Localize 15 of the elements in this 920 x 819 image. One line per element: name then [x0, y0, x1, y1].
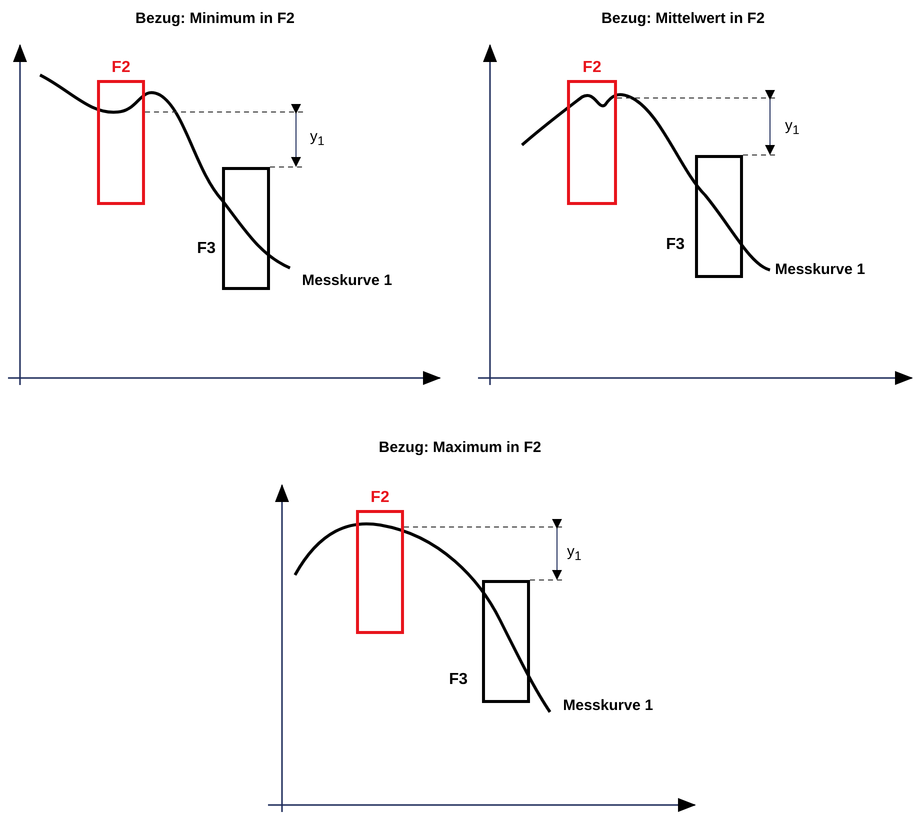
- window-label: F3: [197, 240, 216, 258]
- chart-title: Bezug: Mittelwert in F2: [601, 10, 765, 27]
- dimension-label: y$_{1}$: [785, 117, 800, 137]
- window-label: F2: [112, 59, 130, 77]
- window-label: F2: [370, 489, 390, 507]
- curve-label: Messkurve 1: [563, 697, 654, 714]
- window-label: F2: [582, 59, 602, 77]
- window-label: F3: [666, 236, 685, 254]
- dimension-label: y$_{1}$: [310, 128, 324, 148]
- window-label: F3: [449, 671, 468, 689]
- dimension-label: y$_{1}$: [567, 543, 582, 563]
- chart-title: Bezug: Minimum in F2: [135, 10, 295, 27]
- chart-title: Bezug: Maximum in F2: [378, 439, 542, 456]
- curve-label: Messkurve 1: [302, 272, 392, 289]
- curve-label: Messkurve 1: [775, 261, 866, 278]
